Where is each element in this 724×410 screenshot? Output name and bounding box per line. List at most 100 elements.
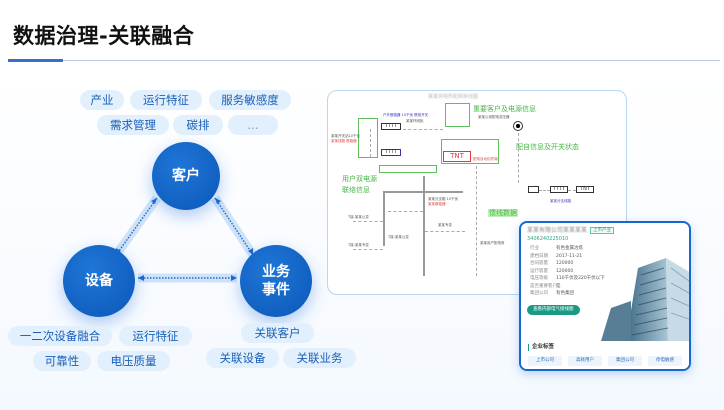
node-business-event[interactable]: 业务 事件: [240, 245, 312, 317]
field-value: 120000: [556, 261, 574, 266]
branch-line: [518, 133, 519, 183]
field-value: 有色集团: [556, 291, 574, 296]
info-row: 集团公司 有色集团: [530, 291, 604, 299]
customer-tag: 碳排: [173, 115, 223, 135]
tags-section-title: 企业标签: [528, 344, 554, 351]
view-wiring-diagram-button[interactable]: 查看内部电气接线图: [527, 305, 580, 315]
business-tag: 关联设备: [206, 348, 279, 368]
branch-line: [353, 249, 383, 250]
switch-highlighted: TNT: [443, 151, 471, 162]
diagram-annotation: T接-某某公变: [348, 215, 369, 219]
device-tag: 可靠性: [33, 351, 91, 371]
arrow-head: [231, 275, 237, 281]
arrow-head: [138, 275, 144, 281]
diagram-annotation: 配电自动化终端: [473, 157, 498, 161]
enterprise-tag: 集团公司: [608, 356, 642, 366]
info-panel: 行业 有色金属冶炼 建档日期 2017-11-21 合同容量 120000 运行容量 1…: [527, 244, 607, 301]
info-row: 合同容量 120000: [530, 261, 604, 269]
node-device-label: 设备: [85, 273, 113, 289]
building-illustration: [601, 258, 689, 341]
info-row: 电压等级 110千伏及220千伏以下: [530, 276, 605, 284]
branch-line: [568, 190, 576, 191]
diagram-annotation: 某某专变: [438, 223, 452, 227]
label-distribution-info: 配自信息及开关状态: [516, 143, 579, 151]
label-contact-info: 联络信息: [342, 186, 370, 194]
info-row: 是否重要客户是: [530, 284, 604, 292]
title-divider: [8, 60, 720, 61]
node-customer[interactable]: 客户: [152, 142, 220, 210]
diagram-annotation: T接-某某专变: [348, 243, 369, 247]
customer-tag-more: ...: [228, 115, 278, 135]
title-divider-accent: [8, 59, 63, 62]
field-label: 集团公司: [530, 291, 548, 296]
field-label: 合同容量: [530, 261, 548, 266]
diagram-annotation: 某某断路器: [428, 202, 446, 206]
customer-tag: 产业: [80, 90, 124, 110]
field-value: 110千伏及220千伏以下: [556, 276, 605, 281]
diagram-annotation: 某某线路 断路器: [331, 139, 357, 143]
field-label: 行业: [530, 246, 539, 251]
diagram-annotation: 某某分支箱 10千伏: [428, 197, 459, 201]
switch: TTTT: [381, 149, 401, 156]
switch: TTTT: [381, 123, 401, 130]
node-customer-label: 客户: [172, 168, 200, 184]
field-value: 是: [556, 283, 561, 289]
diagram-annotation: T接-某某公变: [388, 235, 409, 239]
diagram-header: 某某供电所配网单线图: [428, 94, 479, 100]
diagram-annotation: 户外断路器 10千伏 联络开关: [383, 113, 429, 117]
feeder-line: [383, 191, 463, 193]
switch: TTTT: [550, 186, 568, 193]
branch-line: [476, 166, 477, 276]
highlight-contact: [379, 165, 437, 173]
arrow-head: [215, 198, 221, 204]
field-value: 有色金属冶炼: [556, 246, 583, 251]
customer-info-card[interactable]: 某某有限公司某某某某 上市产业 3406240225010 行业 有色金属冶炼 建…: [519, 221, 691, 371]
highlight-distribution: [441, 139, 499, 164]
label-important-customer: 重要客户及电源信息: [473, 105, 536, 113]
power-source-icon: [513, 121, 523, 131]
label-feeder-data: 馈线数据: [488, 209, 518, 217]
diagram-annotation: 某某公用配电变压器: [478, 115, 510, 119]
node-device[interactable]: 设备: [63, 245, 135, 317]
customer-tag: 服务敏感度: [209, 90, 291, 110]
company-badge: 上市产业: [590, 227, 615, 234]
enterprise-tag: 高耗用户: [568, 356, 602, 366]
field-label: 运行容量: [530, 268, 548, 274]
info-row: 建档日期 2017-11-21: [530, 254, 604, 262]
account-id: 3406240225010: [527, 236, 569, 242]
feeder-line: [383, 191, 385, 246]
switch: [528, 186, 539, 193]
tags-section: 企业标签 上市公司 高耗用户 集团公司 停电敏感: [521, 341, 689, 369]
switch: TNT: [576, 186, 594, 193]
field-label: 是否重要客户: [530, 283, 557, 289]
device-tag: 一二次设备融合: [8, 326, 112, 346]
company-name: 某某有限公司某某某某: [527, 227, 588, 234]
branch-line: [403, 129, 443, 130]
branch-line: [370, 129, 371, 157]
diagram-annotation: 某某开关站10千伏: [331, 134, 360, 138]
node-business-label: 业务: [262, 264, 290, 280]
device-tag: 电压质量: [97, 351, 170, 371]
feeder-line: [423, 176, 425, 276]
branch-line: [539, 190, 550, 191]
info-row: 行业 有色金属冶炼: [530, 246, 604, 254]
customer-tag: 运行特征: [130, 90, 202, 110]
field-label: 建档日期: [530, 253, 548, 259]
link-customer-business: [214, 197, 254, 256]
branch-line: [353, 221, 383, 222]
branch-line: [388, 211, 423, 212]
enterprise-tag: 上市公司: [528, 356, 562, 366]
field-value: 2017-11-21: [556, 253, 583, 259]
highlight-important-customer: [445, 103, 470, 127]
field-label: 电压等级: [530, 276, 548, 281]
label-dual-power: 用户双电源: [342, 175, 377, 183]
diagram-annotation: 某某分支线路: [550, 199, 571, 203]
enterprise-tag: 停电敏感: [648, 356, 682, 366]
diagram-annotation: 某某环网柜: [406, 119, 424, 123]
branch-line: [425, 231, 465, 232]
node-event-label: 事件: [262, 282, 290, 298]
highlight-dual-power: [358, 118, 378, 158]
customer-tag: 需求管理: [97, 115, 169, 135]
link-band-customer-device: [112, 195, 161, 258]
